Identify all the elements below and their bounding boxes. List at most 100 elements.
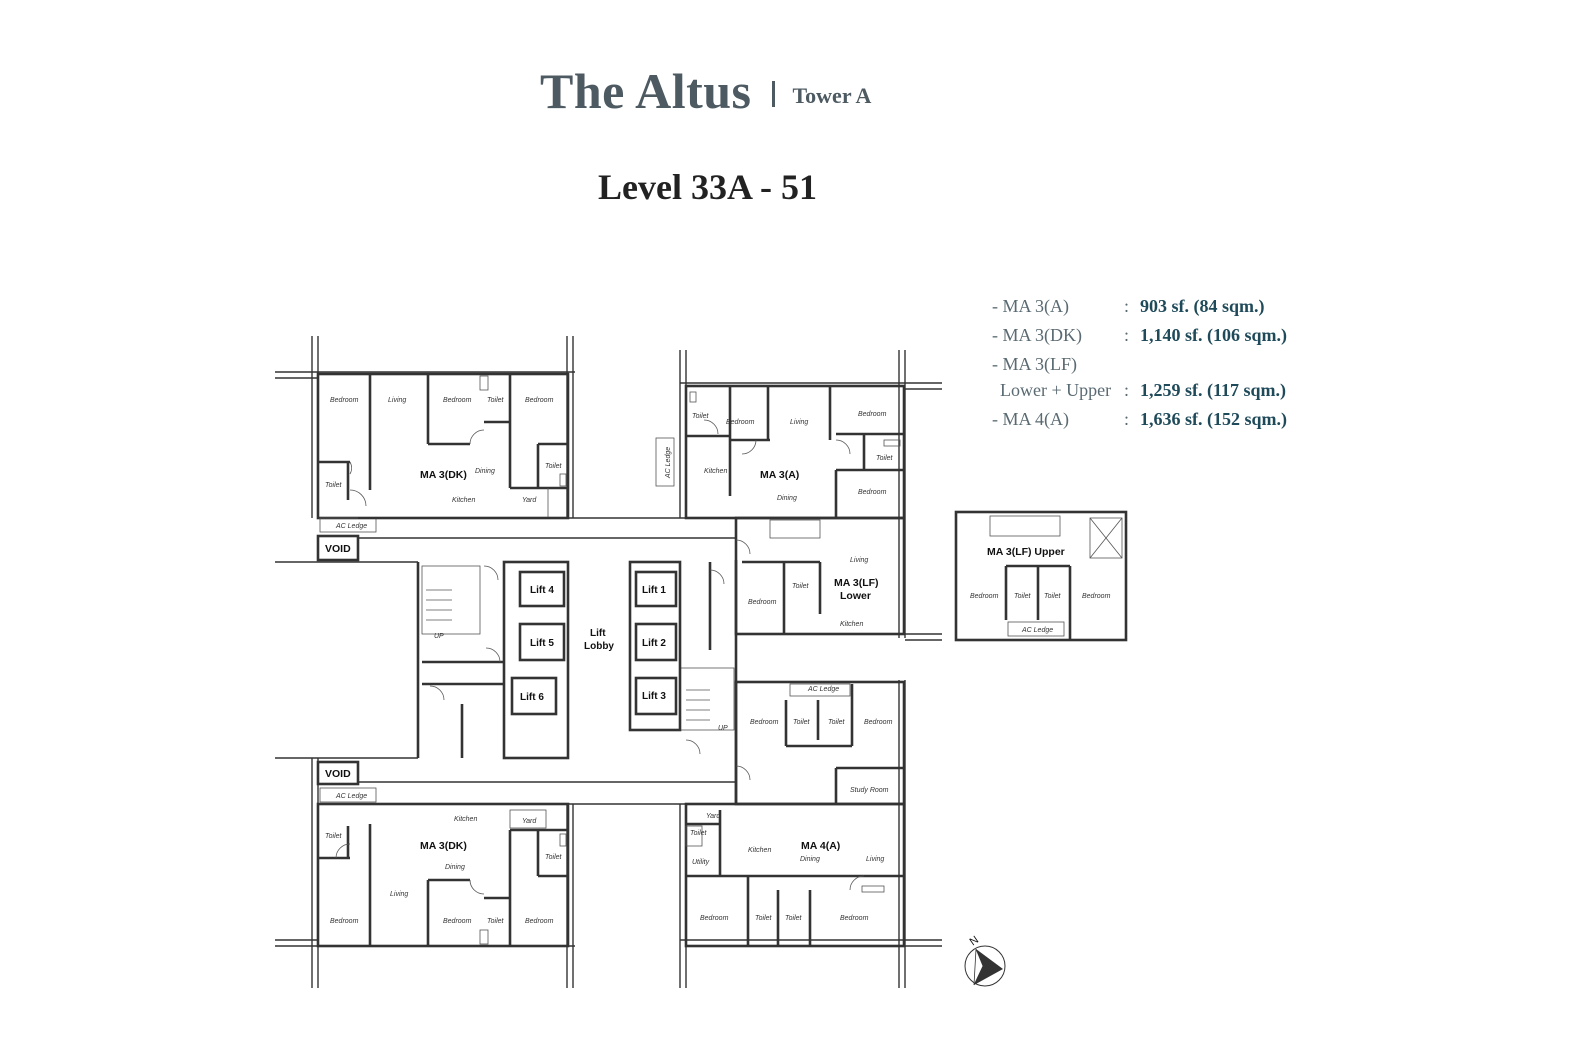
legend-unit-name: - MA 3(LF)	[992, 354, 1077, 374]
room-label: Bedroom	[330, 918, 359, 925]
legend-colon: :	[1124, 409, 1130, 429]
room-label: Bedroom	[858, 489, 887, 496]
room-label: AC Ledge	[1021, 627, 1053, 634]
void-top: VOID	[275, 534, 418, 563]
room-label: Bedroom	[443, 918, 472, 925]
room-label: Toilet	[692, 413, 710, 420]
room-label: Bedroom	[330, 397, 359, 404]
room-label: Living	[388, 397, 406, 404]
room-label: Living	[390, 891, 408, 898]
room-label: Yard	[522, 497, 537, 504]
unit-label: MA 3(DK)	[420, 469, 467, 481]
lobby-label: Lobby	[584, 641, 614, 652]
lobby-label: Lift	[590, 628, 606, 639]
lift-label: Lift 6	[520, 692, 544, 703]
unit-ma3dk-bottom: Kitchen Yard Toilet Toilet Dining Living…	[316, 802, 570, 948]
room-label: AC Ledge	[335, 793, 367, 800]
unit-ma3dk-top: Bedroom Living Bedroom Toilet Bedroom To…	[316, 372, 570, 533]
room-label: Bedroom	[970, 593, 999, 600]
room-label: Kitchen	[704, 468, 727, 475]
room-label: Bedroom	[525, 397, 554, 404]
room-label: Dining	[445, 864, 465, 871]
room-label: Dining	[777, 495, 797, 502]
unit-ma3lf-lower: Living Bedroom Toilet Kitchen MA 3(LF) L…	[734, 516, 942, 641]
room-label: Toilet	[792, 583, 810, 590]
unit-ma3lf-upper: Bedroom Toilet Toilet Bedroom AC Ledge M…	[954, 510, 1128, 642]
room-label: Living	[850, 557, 868, 564]
north-label: N	[968, 934, 981, 948]
lift-1: Lift 1	[634, 570, 678, 608]
lift-4: Lift 4	[518, 570, 566, 608]
void-label: VOID	[325, 768, 351, 780]
lift-label: Lift 1	[642, 585, 666, 596]
legend-unit-name: - MA 3(DK)	[992, 325, 1082, 345]
room-label: Kitchen	[840, 621, 863, 628]
lift-3: Lift 3	[634, 676, 678, 716]
room-label: Bedroom	[726, 419, 755, 426]
legend-unit-size: 903 sf. (84 sqm.)	[1140, 296, 1265, 316]
brand-title: The Altus	[540, 63, 752, 119]
room-label: Toilet	[828, 719, 846, 726]
room-label: Kitchen	[452, 497, 475, 504]
room-label: Toilet	[755, 915, 773, 922]
lift-label: Lift 3	[642, 691, 666, 702]
room-label: Toilet	[545, 854, 563, 861]
room-label: Bedroom	[443, 397, 472, 404]
unit-ma3a: Toilet Bedroom Living Bedroom Toilet Kit…	[655, 384, 906, 520]
room-label: Living	[790, 419, 808, 426]
lift-label: Lift 5	[530, 638, 554, 649]
unit-label: MA 3(A)	[760, 469, 799, 481]
void-label: VOID	[325, 543, 351, 555]
room-label: Toilet	[1044, 593, 1062, 600]
room-label: Yard	[522, 818, 537, 825]
room-label: Toilet	[487, 918, 505, 925]
unit-label: MA 4(A)	[801, 840, 840, 852]
room-label: Bedroom	[525, 918, 554, 925]
room-label: Kitchen	[454, 816, 477, 823]
lift-2: Lift 2	[634, 622, 678, 662]
room-label: Toilet	[690, 830, 708, 837]
title-divider	[771, 81, 775, 107]
room-label: AC Ledge	[807, 686, 839, 693]
room-label: Bedroom	[840, 915, 869, 922]
room-label: Toilet	[793, 719, 811, 726]
room-label: Toilet	[1014, 593, 1032, 600]
unit-label: MA 3(LF) Upper	[987, 546, 1065, 558]
legend-colon: :	[1124, 296, 1130, 316]
room-label: AC Ledge	[335, 523, 367, 530]
lift-5: Lift 5	[518, 622, 566, 662]
lift-label: Lift 4	[530, 585, 554, 596]
lift-label: Lift 2	[642, 638, 666, 649]
room-label: Bedroom	[748, 599, 777, 606]
room-label: Utility	[692, 859, 710, 866]
room-label: Living	[866, 856, 884, 863]
legend-unit-size: 1,140 sf. (106 sqm.)	[1140, 325, 1287, 345]
unit-ma4a: AC Ledge Bedroom Toilet Toilet Bedroom S…	[684, 680, 906, 948]
unit-label: MA 3(DK)	[420, 840, 467, 852]
tower-label: Tower A	[792, 83, 872, 108]
legend-unit-name: Lower + Upper	[1000, 380, 1112, 400]
legend-unit-name: - MA 3(A)	[992, 296, 1069, 316]
north-arrow-icon: N	[964, 934, 1006, 987]
room-label: Bedroom	[700, 915, 729, 922]
core: UP UP Lift 4 Lift 5 Lift 6 Lift 1 Lift 2…	[358, 517, 738, 805]
unit-label: MA 3(LF)	[834, 577, 879, 589]
legend-unit-size: 1,636 sf. (152 sqm.)	[1140, 409, 1287, 429]
room-label: Study Room	[850, 787, 889, 794]
void-bottom: VOID AC Ledge	[275, 757, 377, 803]
stair-label: UP	[718, 725, 728, 732]
stair-label: UP	[434, 633, 444, 640]
room-label: Toilet	[876, 455, 894, 462]
room-label: Toilet	[545, 463, 563, 470]
legend-unit-name: - MA 4(A)	[992, 409, 1069, 429]
level-title: Level 33A - 51	[598, 167, 817, 207]
room-label: Bedroom	[858, 411, 887, 418]
room-label: Dining	[475, 468, 495, 475]
legend-colon: :	[1124, 325, 1130, 345]
room-label: Dining	[800, 856, 820, 863]
legend-unit-size: 1,259 sf. (117 sqm.)	[1140, 380, 1287, 400]
lift-6: Lift 6	[510, 676, 558, 716]
room-label: Bedroom	[1082, 593, 1111, 600]
room-label: Kitchen	[748, 847, 771, 854]
